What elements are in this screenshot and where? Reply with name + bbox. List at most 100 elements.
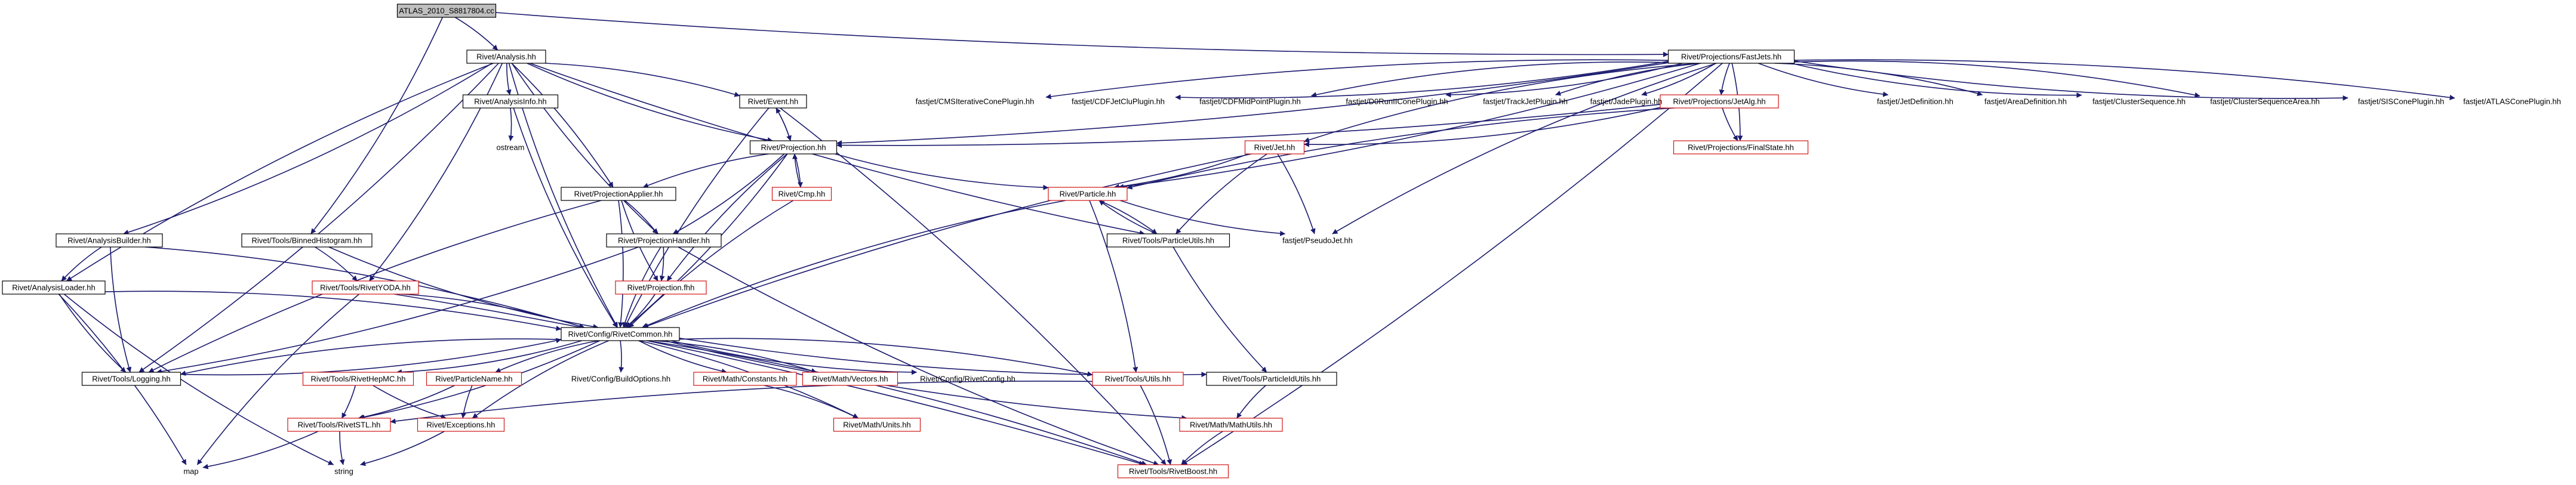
edge-fastjets-to-jade bbox=[1641, 63, 1716, 96]
node-mathconstants[interactable]: Rivet/Math/Constants.hh bbox=[693, 372, 797, 386]
node-siscone[interactable]: fastjet/SISConePlugin.hh bbox=[2348, 95, 2454, 108]
edge-root-to-analysis bbox=[454, 17, 498, 51]
node-box bbox=[606, 233, 722, 248]
node-label: Rivet/Projection.fhh bbox=[627, 283, 695, 292]
node-atlascone[interactable]: fastjet/ATLASConePlugin.hh bbox=[2455, 95, 2569, 108]
edge-particlename-to-exceptions bbox=[461, 385, 473, 419]
edge-rivetyoda-to-rivetboost bbox=[394, 294, 1145, 466]
node-map[interactable]: map bbox=[179, 465, 203, 478]
node-rivetyoda[interactable]: Rivet/Tools/RivetYODA.hh bbox=[312, 280, 419, 295]
node-label: fastjet/JadePlugin.hh bbox=[1590, 97, 1663, 106]
node-analysisinfo[interactable]: Rivet/AnalysisInfo.hh bbox=[462, 94, 559, 109]
edge-fastjets-to-atlascone bbox=[1794, 59, 2455, 100]
node-rivethepmc[interactable]: Rivet/Tools/RivetHepMC.hh bbox=[302, 372, 414, 386]
node-label: Rivet/Jet.hh bbox=[1254, 143, 1295, 152]
edge-projhandler-to-logging bbox=[156, 246, 639, 375]
node-label: Rivet/ProjectionHandler.hh bbox=[618, 236, 710, 245]
node-analysisbuilder[interactable]: Rivet/AnalysisBuilder.hh bbox=[56, 233, 163, 248]
edge-particle-to-pseudojet bbox=[1120, 200, 1286, 236]
node-rivetstl[interactable]: Rivet/Tools/RivetSTL.hh bbox=[287, 418, 391, 432]
node-projection[interactable]: Rivet/Projection.hh bbox=[749, 140, 838, 155]
node-label: Rivet/Exceptions.hh bbox=[427, 421, 495, 430]
node-mathvectors[interactable]: Rivet/Math/Vectors.hh bbox=[802, 372, 898, 386]
node-jetalg[interactable]: Rivet/Projections/JetAlg.hh bbox=[1660, 94, 1779, 109]
node-exceptions[interactable]: Rivet/Exceptions.hh bbox=[417, 418, 505, 432]
node-cmsiter[interactable]: fastjet/CMSIterativeConePlugin.hh bbox=[904, 95, 1046, 108]
edge-particle-to-rivetcommon bbox=[642, 200, 1066, 328]
edge-fastjets-to-jetdef bbox=[1758, 63, 1889, 97]
node-fastjets[interactable]: Rivet/Projections/FastJets.hh bbox=[1667, 50, 1795, 64]
edge-projection-to-projapplier bbox=[642, 153, 769, 189]
node-clusterseqarea[interactable]: fastjet/ClusterSequenceArea.hh bbox=[2200, 95, 2330, 108]
node-box bbox=[1092, 372, 1184, 386]
node-box bbox=[241, 233, 373, 248]
node-d0runii[interactable]: fastjet/D0RunIIConePlugin.hh bbox=[1336, 95, 1458, 108]
edge-rivetcommon-to-mathvectors bbox=[654, 340, 817, 373]
edge-analysis-to-event bbox=[545, 63, 740, 97]
node-particleutils[interactable]: Rivet/Tools/ParticleUtils.hh bbox=[1106, 233, 1230, 248]
edge-jet-to-rivetcommon bbox=[643, 153, 1252, 329]
edge-analysis-to-analysisinfo bbox=[506, 63, 512, 95]
node-root[interactable]: ATLAS_2010_S8817804.cc bbox=[396, 4, 497, 18]
node-label: Rivet/Analysis.hh bbox=[476, 52, 536, 61]
node-mathunits[interactable]: Rivet/Math/Units.hh bbox=[833, 418, 921, 432]
node-rivetconfig[interactable]: Rivet/Config/RivetConfig.hh bbox=[909, 372, 1027, 385]
edge-fastjets-to-cmsiter bbox=[1045, 59, 1669, 100]
node-jetdef[interactable]: fastjet/JetDefinition.hh bbox=[1862, 95, 1968, 108]
edge-particle-to-particleutils bbox=[1098, 200, 1158, 234]
edge-rivetyoda-to-rivetcommon bbox=[401, 294, 585, 329]
node-box bbox=[466, 50, 546, 64]
edge-analysis-to-logging bbox=[139, 63, 499, 373]
node-projfhh[interactable]: Rivet/Projection.fhh bbox=[615, 280, 707, 295]
node-string[interactable]: string bbox=[326, 465, 362, 478]
edge-rivetcommon-to-rivetconfig bbox=[671, 340, 918, 375]
edge-fastjets-to-cdfmidpoint bbox=[1311, 61, 1669, 98]
node-logging[interactable]: Rivet/Tools/Logging.hh bbox=[81, 372, 181, 386]
node-analysisloader[interactable]: Rivet/AnalysisLoader.hh bbox=[2, 280, 106, 295]
node-particle[interactable]: Rivet/Particle.hh bbox=[1048, 187, 1128, 201]
node-binnedhisto[interactable]: Rivet/Tools/BinnedHistogram.hh bbox=[241, 233, 373, 248]
edge-projhandler-to-rivetboost bbox=[678, 246, 1159, 466]
node-finalstate[interactable]: Rivet/Projections/FinalState.hh bbox=[1673, 140, 1809, 155]
node-clusterseq[interactable]: fastjet/ClusterSequence.hh bbox=[2082, 95, 2196, 108]
edge-rivetcommon-to-particlename bbox=[495, 340, 599, 373]
node-projhandler[interactable]: Rivet/ProjectionHandler.hh bbox=[606, 233, 722, 248]
node-event[interactable]: Rivet/Event.hh bbox=[739, 94, 807, 109]
node-particlename[interactable]: Rivet/ParticleName.hh bbox=[426, 372, 522, 386]
node-buildoptions[interactable]: Rivet/Config/BuildOptions.hh bbox=[560, 372, 682, 385]
node-label: Rivet/Tools/RivetSTL.hh bbox=[298, 421, 381, 430]
node-box bbox=[1667, 50, 1795, 64]
node-toolsutils[interactable]: Rivet/Tools/Utils.hh bbox=[1092, 372, 1184, 386]
node-label: Rivet/Math/Units.hh bbox=[843, 421, 910, 430]
node-particleidutils[interactable]: Rivet/Tools/ParticleIdUtils.hh bbox=[1206, 372, 1337, 386]
node-jade[interactable]: fastjet/JadePlugin.hh bbox=[1579, 95, 1674, 108]
node-cdfjetclu[interactable]: fastjet/CDFJetCluPlugin.hh bbox=[1061, 95, 1175, 108]
node-areadef[interactable]: fastjet/AreaDefinition.hh bbox=[1971, 95, 2081, 108]
node-projapplier[interactable]: Rivet/ProjectionApplier.hh bbox=[561, 187, 676, 201]
node-label: fastjet/ClusterSequence.hh bbox=[2092, 97, 2186, 106]
node-mathutils[interactable]: Rivet/Math/MathUtils.hh bbox=[1179, 418, 1283, 432]
node-label: Rivet/Math/MathUtils.hh bbox=[1190, 421, 1272, 430]
node-label: Rivet/AnalysisBuilder.hh bbox=[67, 236, 150, 245]
node-label: Rivet/Config/RivetConfig.hh bbox=[920, 375, 1015, 384]
node-pseudojet[interactable]: fastjet/PseudoJet.hh bbox=[1272, 234, 1363, 247]
node-cmp[interactable]: Rivet/Cmp.hh bbox=[771, 187, 832, 201]
node-rivetboost[interactable]: Rivet/Tools/RivetBoost.hh bbox=[1117, 464, 1229, 478]
node-label: Rivet/Tools/Utils.hh bbox=[1105, 375, 1171, 384]
node-ostream[interactable]: ostream bbox=[491, 141, 530, 154]
edge-analysisbuilder-to-logging bbox=[110, 246, 132, 373]
node-label: Rivet/Math/Constants.hh bbox=[703, 375, 787, 384]
node-box bbox=[1244, 140, 1305, 155]
node-cdfmidpoint[interactable]: fastjet/CDFMidPointPlugin.hh bbox=[1189, 95, 1312, 108]
node-jet[interactable]: Rivet/Jet.hh bbox=[1244, 140, 1305, 155]
edge-analysisloader-to-string bbox=[63, 294, 334, 465]
node-trackjet[interactable]: fastjet/TrackJetPlugin.hh bbox=[1470, 95, 1581, 108]
edge-rivetcommon-to-exceptions bbox=[472, 340, 610, 419]
edge-rivetcommon-to-logging bbox=[180, 338, 562, 376]
edge-analysis-to-analysisbuilder bbox=[123, 63, 493, 235]
node-rivetcommon[interactable]: Rivet/Config/RivetCommon.hh bbox=[561, 327, 680, 341]
node-analysis[interactable]: Rivet/Analysis.hh bbox=[466, 50, 546, 64]
edge-projection-to-projhandler bbox=[672, 153, 785, 234]
node-label: Rivet/Projections/FinalState.hh bbox=[1688, 143, 1794, 152]
edge-particleutils-to-particle bbox=[1098, 200, 1158, 234]
